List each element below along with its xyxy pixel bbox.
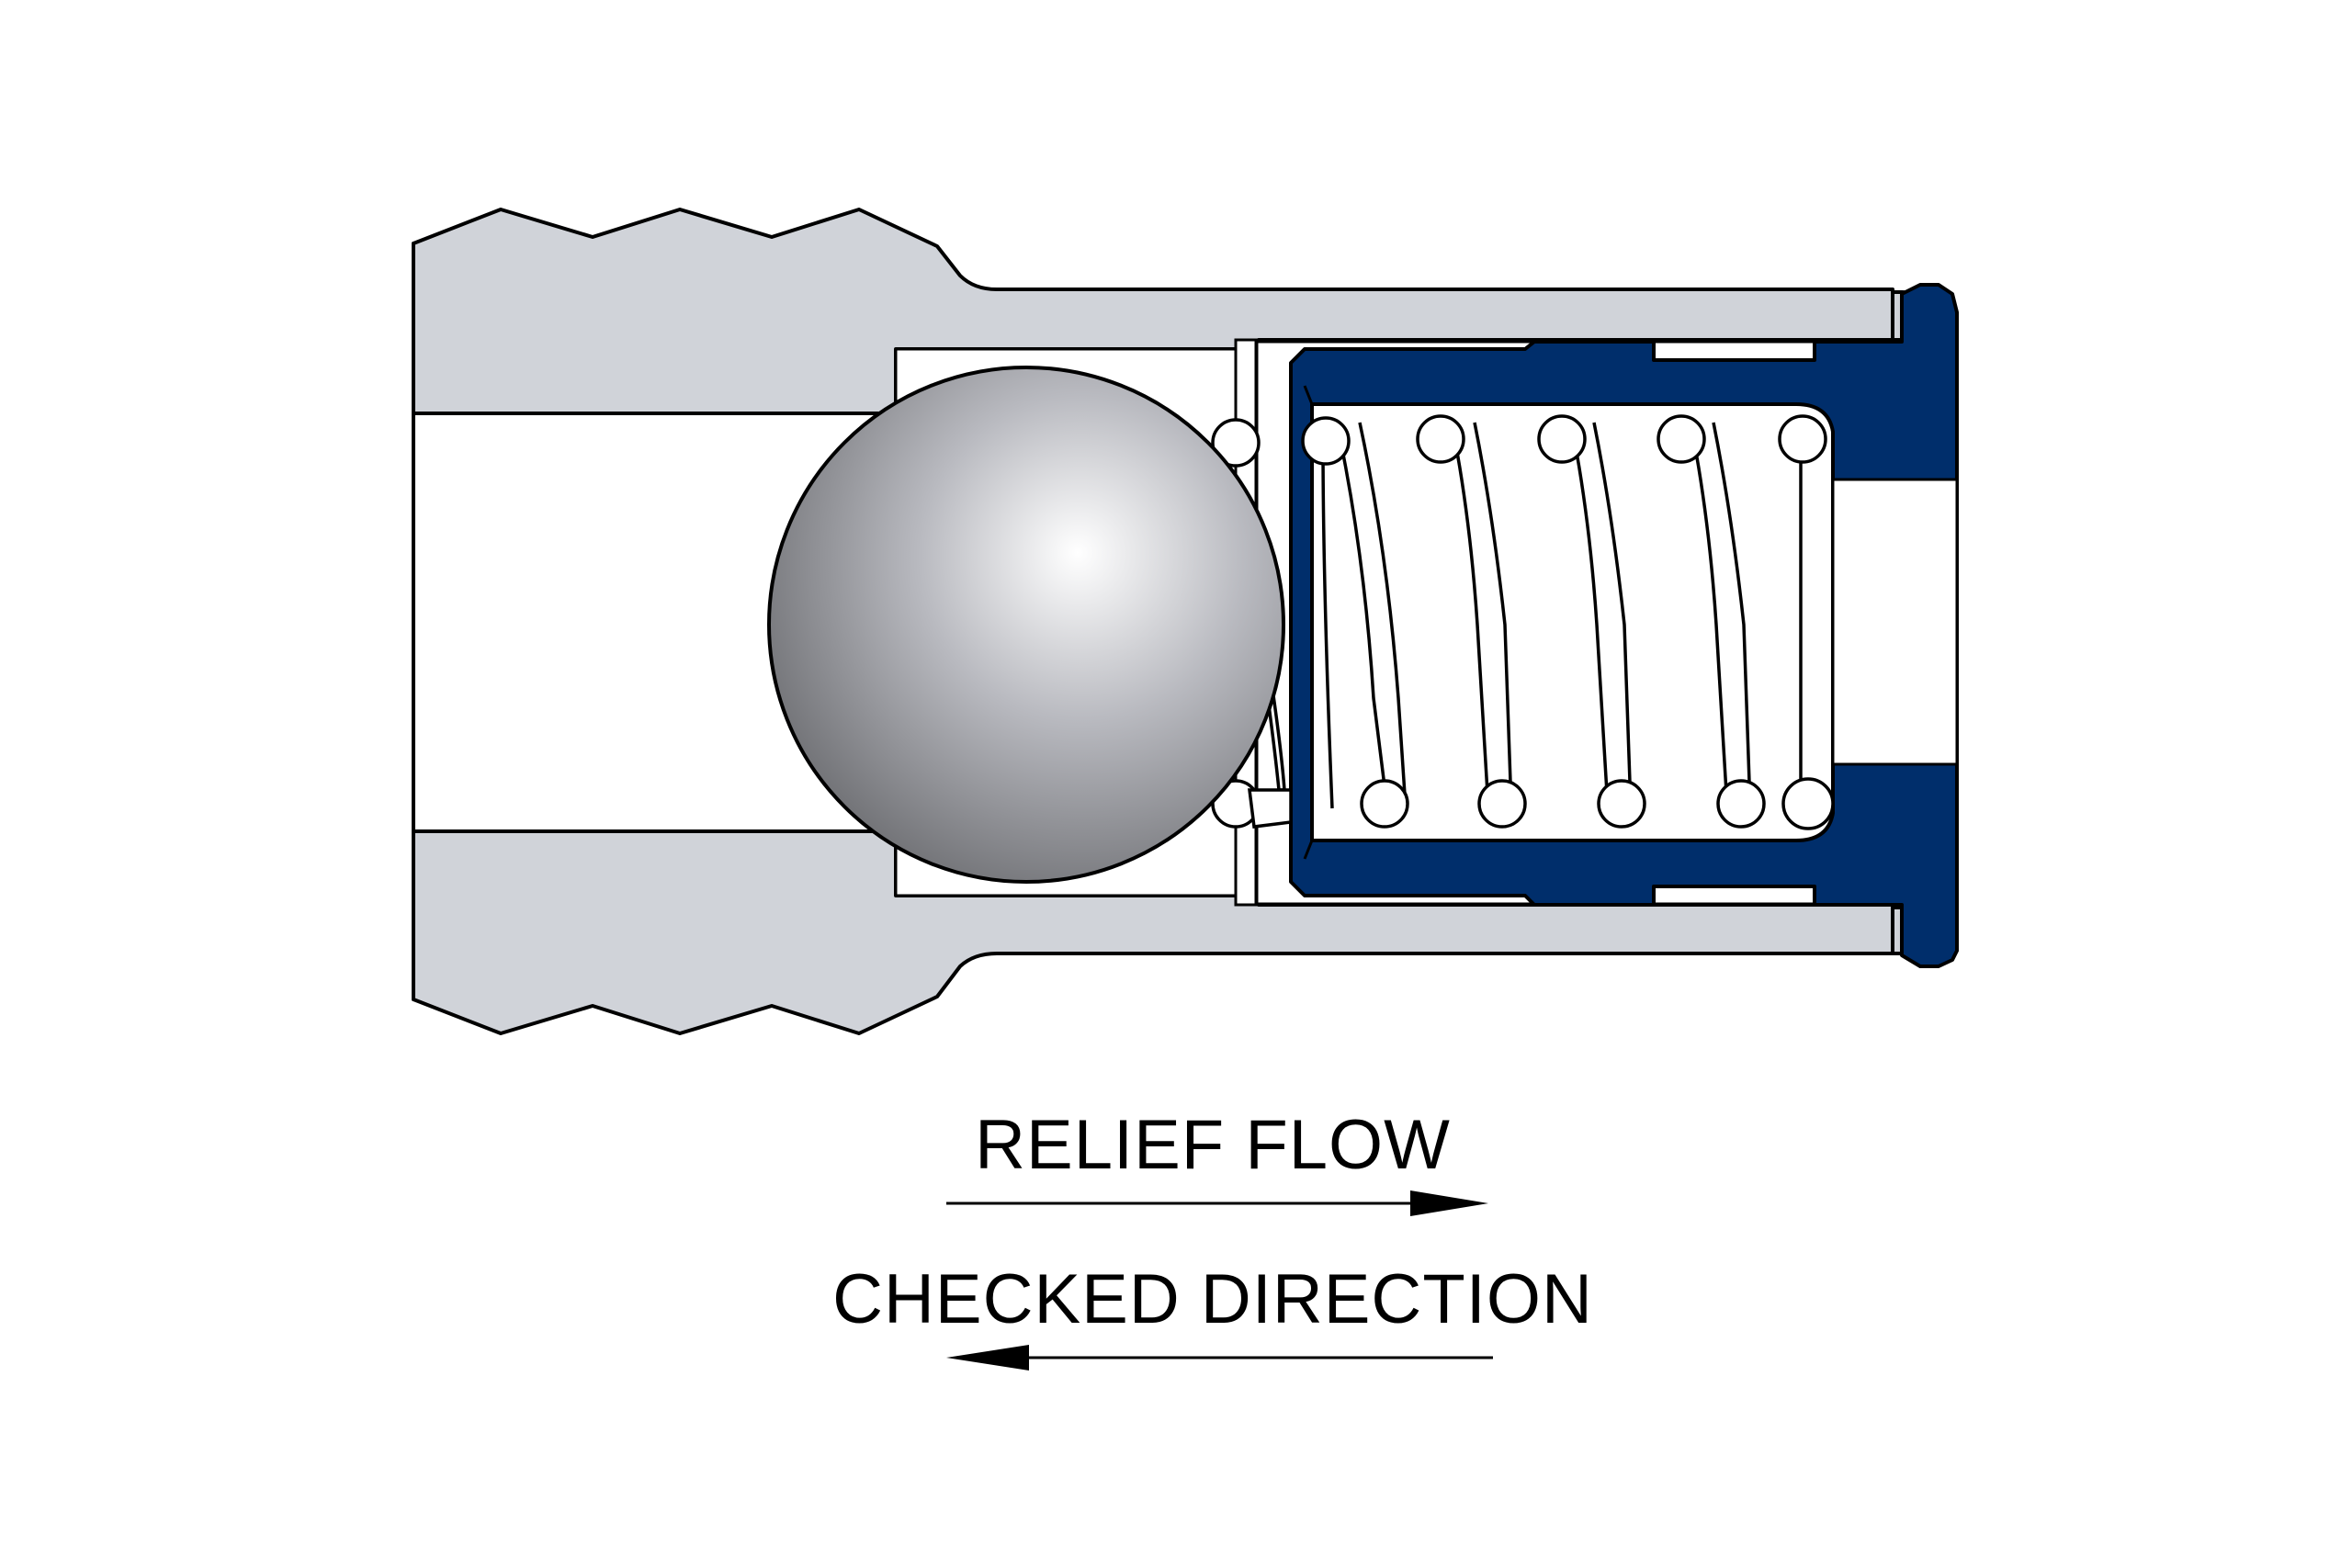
spring-pocket [1310, 402, 1835, 842]
relief-flow-arrow [946, 1190, 1488, 1216]
checked-direction-label: CHECKED DIRECTION [832, 1260, 1593, 1338]
spring-coil-sections-top [1301, 414, 1827, 466]
relief-flow-label: RELIEF FLOW [975, 1106, 1451, 1184]
outlet-bore [1831, 478, 1959, 766]
ball-seat-rings [1211, 418, 1293, 829]
checked-direction-arrow [946, 1345, 1493, 1371]
check-ball [767, 366, 1285, 884]
spring-coil-sections-bottom [1360, 777, 1835, 830]
